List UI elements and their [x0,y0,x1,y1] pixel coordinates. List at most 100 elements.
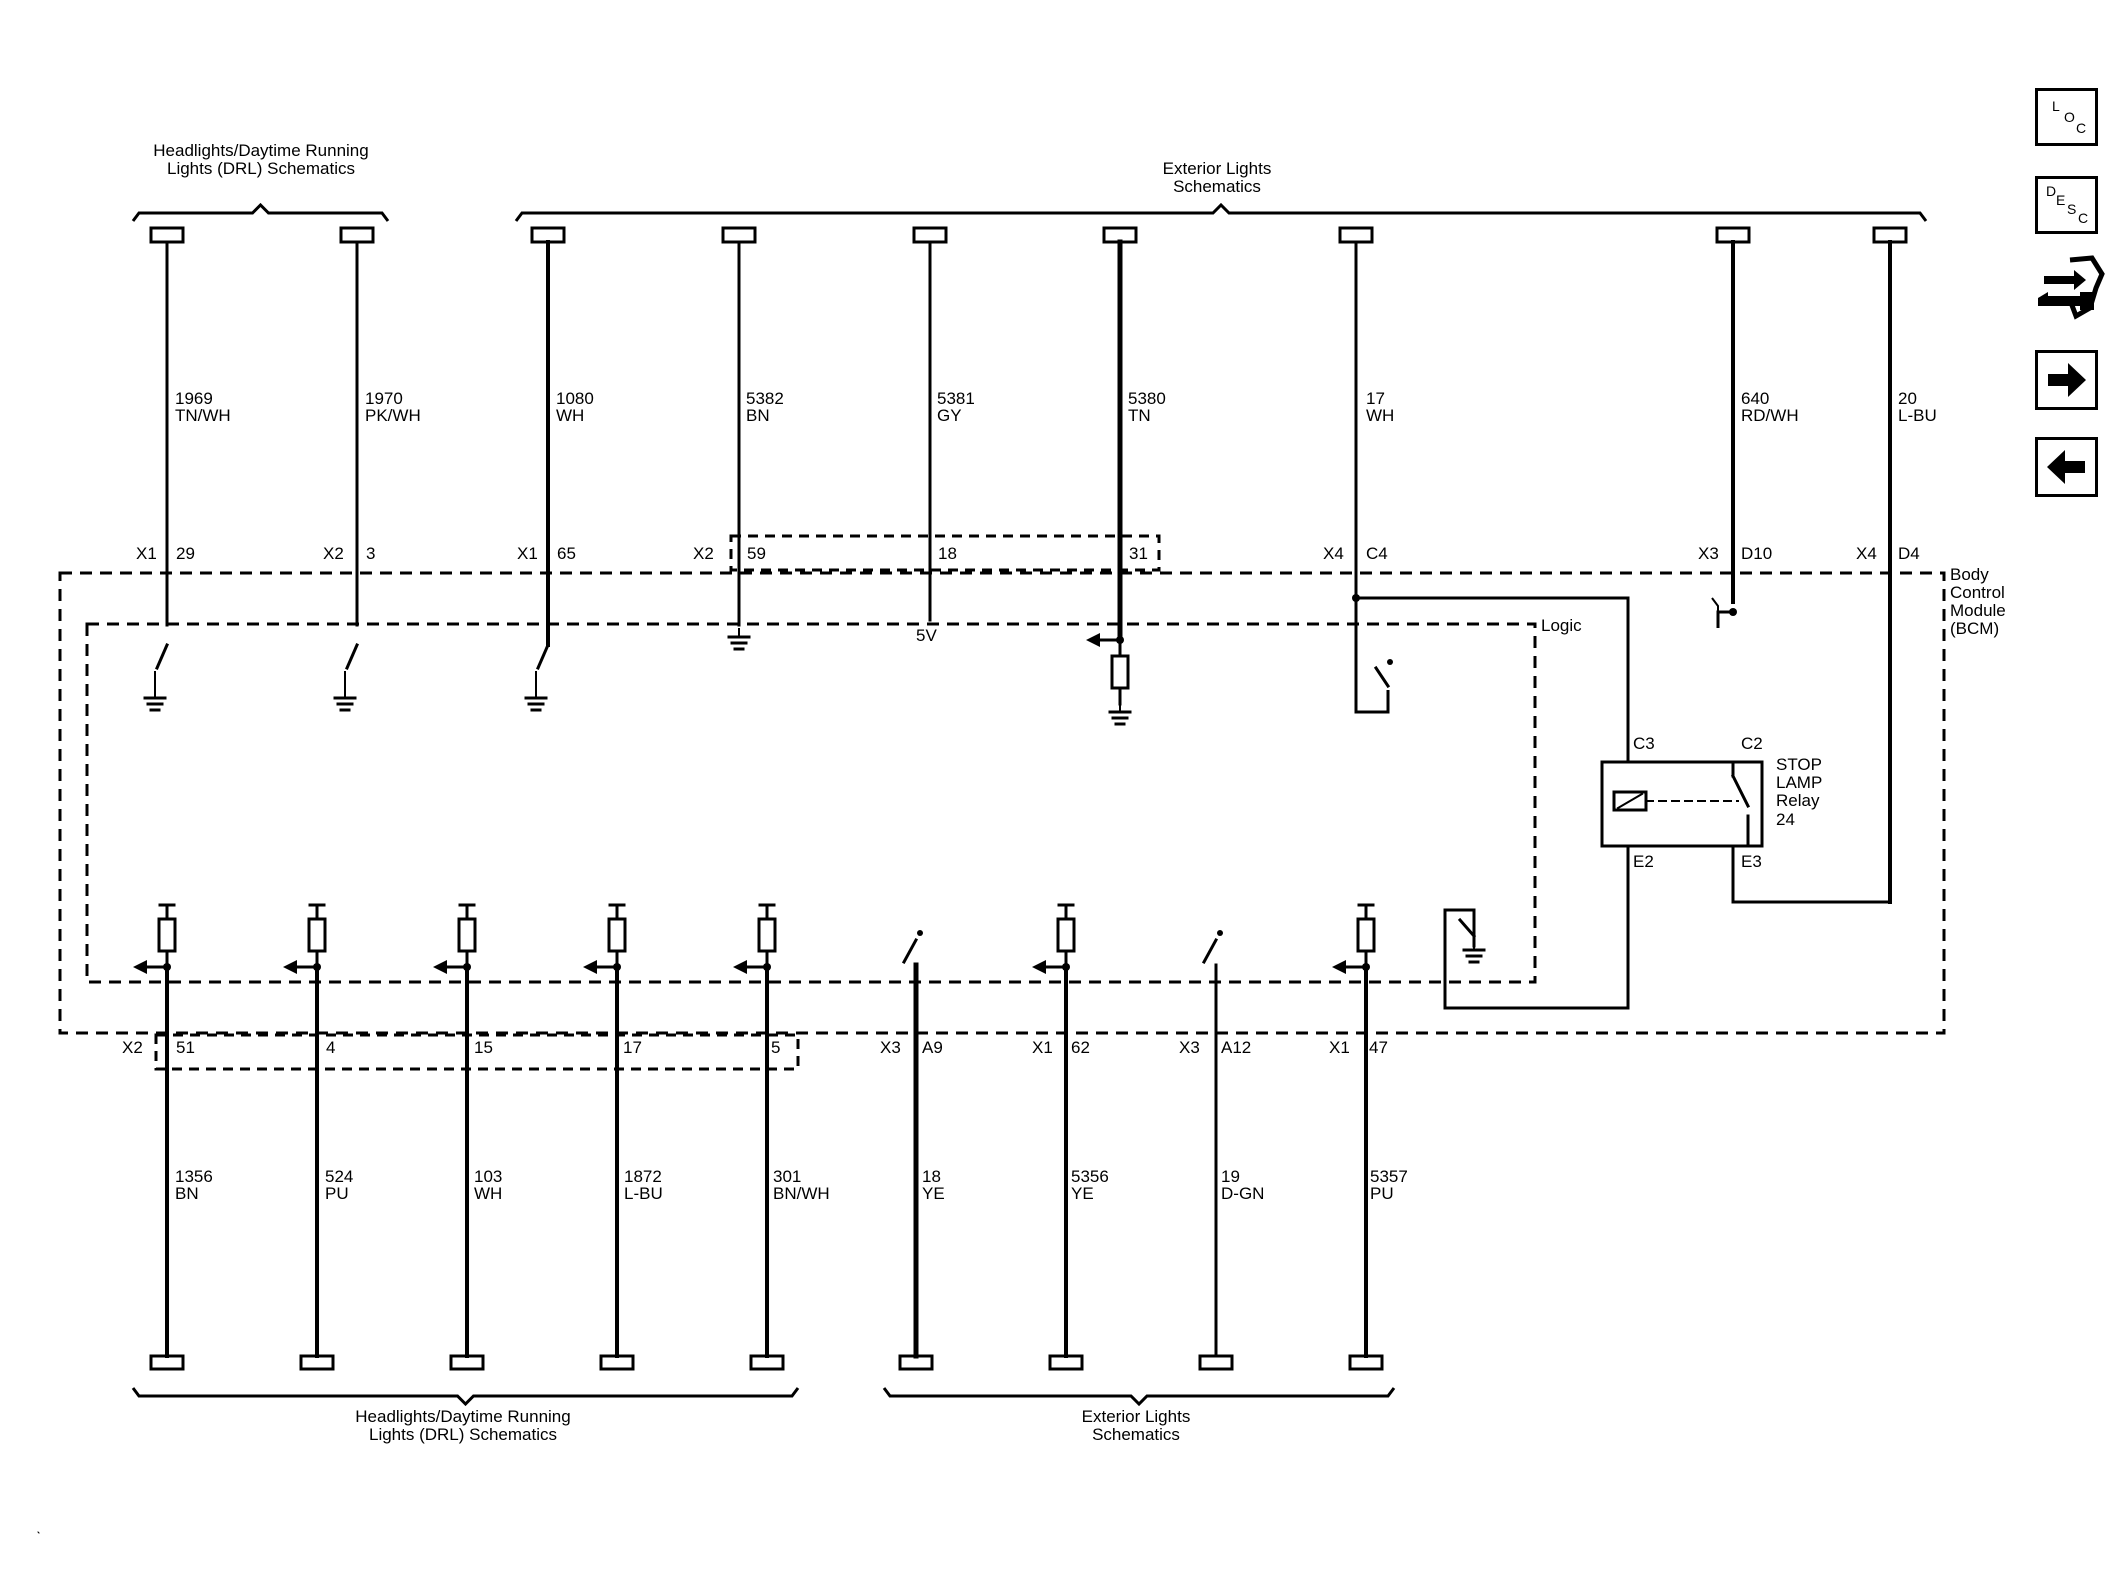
pullup-resistor [607,917,627,953]
description-button[interactable]: D E S C [2035,176,2098,234]
bottom-exterior-group-title: Exterior Lights Schematics [1081,1407,1191,1444]
top-connector-symbol [1715,226,1751,242]
top-pin-label: 59 [747,544,766,563]
desc-letter-d: D [2046,183,2057,199]
top-connector-label: X2 [323,544,344,563]
bottom-connector-symbol [599,1356,635,1371]
group-bracket [514,202,1928,222]
arrow-right-icon [2048,363,2086,397]
top-wire-circuit: 640 [1741,389,1770,408]
pullup-resistor [307,917,327,953]
signal-arrow-head [283,960,297,974]
desc-letter-c: C [2078,210,2089,226]
bottom-connector-symbol [299,1356,335,1371]
top-exterior-group-title: Exterior Lights Schematics [1162,159,1272,196]
top-connector-symbol [149,226,185,242]
bottom-wire-circuit: 524 [325,1167,354,1186]
bottom-connector-symbol [449,1356,485,1371]
switch-loop [1354,598,1390,714]
bottom-wire-color: D-GN [1221,1184,1265,1203]
top-wire-circuit: 5382 [746,389,784,408]
bottom-connector-label: X2 [122,1038,143,1057]
top-connector-label: X3 [1698,544,1719,563]
top-wire-color: PK/WH [365,406,421,425]
bottom-connector-label: X1 [1032,1038,1053,1057]
top-connector-symbol [912,226,948,242]
top-pin-label: 31 [1129,544,1148,563]
desc-letter-e: E [2056,192,2066,208]
top-connector-label: X2 [693,544,714,563]
relay-pin-e2: E2 [1633,852,1654,871]
bottom-pin-label: 51 [176,1038,195,1057]
top-connector-label: X4 [1856,544,1877,563]
loc-letter-c: C [2076,120,2087,136]
bottom-wire-color: YE [1071,1184,1094,1203]
top-wire-circuit: 20 [1898,389,1917,408]
switch-contact [1457,917,1477,939]
bottom-pin-label: A9 [922,1038,943,1057]
bottom-wire-circuit: 1356 [175,1167,213,1186]
signal-arrow-head [583,960,597,974]
bottom-connector-label: X3 [1179,1038,1200,1057]
bottom-wire-color: BN/WH [773,1184,830,1203]
top-wire-color: TN/WH [175,406,231,425]
bottom-connector-symbol [1348,1356,1384,1371]
pullup-resistor [1356,917,1376,953]
signal-arrow-head [133,960,147,974]
top-connector-symbol [1872,226,1908,242]
top-pin-label: D10 [1741,544,1773,563]
signal-arrow-head [1086,633,1100,647]
next-page-button[interactable] [2035,350,2098,410]
top-connector-symbol [530,226,566,242]
relay-pin-c2: C2 [1741,734,1763,753]
switch-contact [345,643,359,670]
logic-outline [85,622,1537,984]
top-wire-circuit: 1080 [556,389,594,408]
bottom-wire-color: WH [474,1184,503,1203]
bottom-pin-label: 15 [474,1038,493,1057]
signal-arrow-head [1332,960,1346,974]
previous-page-button[interactable] [2035,437,2098,497]
bottom-wire-color: PU [325,1184,349,1203]
stop-lamp-relay-box [1600,760,1764,848]
bottom-pin-label: A12 [1221,1038,1252,1057]
relay-pin-e3: E3 [1741,852,1762,871]
loc-letter-o: O [2064,109,2075,125]
top-pin-label: D4 [1898,544,1920,563]
switch-contact [1373,665,1391,689]
relay-ground-return [1443,846,1630,1010]
switch-contact [1201,937,1219,965]
location-button[interactable]: L O C [2035,88,2098,146]
wire-tap [1711,597,1719,612]
relay-coil-feed [1356,596,1630,762]
top-wire-circuit: 1969 [175,389,213,408]
bottom-connector-symbol [1048,1356,1084,1371]
shared-connector-outline-top [729,534,1161,572]
top-connector-label: X1 [517,544,538,563]
bottom-pin-label: 5 [771,1038,781,1057]
bottom-wire-color: BN [175,1184,199,1203]
switch-pivot [917,930,923,936]
top-pin-label: 3 [366,544,376,563]
relay-contact [1730,773,1751,809]
bottom-wire-circuit: 1872 [624,1167,662,1186]
bottom-wire-circuit: 301 [773,1167,802,1186]
top-connector-symbol [1338,226,1374,242]
bottom-pin-label: 4 [326,1038,336,1057]
switch-contact [155,643,169,670]
top-wire-color: GY [937,406,962,425]
top-wire-color: TN [1128,406,1151,425]
top-wire-circuit: 1970 [365,389,403,408]
switch-pivot [1217,930,1223,936]
switch-contact [536,643,550,670]
pullup-resistor [1056,917,1076,953]
relay-name-label: STOP LAMP Relay [1776,755,1822,810]
pullup-resistor [1110,654,1130,690]
top-drl-group-title: Headlights/Daytime Running Lights (DRL) … [153,141,369,178]
bottom-pin-label: 62 [1071,1038,1090,1057]
top-pin-label: 65 [557,544,576,563]
bottom-wire-color: L-BU [624,1184,663,1203]
pullup-resistor [757,917,777,953]
connector-end-view-button[interactable] [2030,254,2106,332]
